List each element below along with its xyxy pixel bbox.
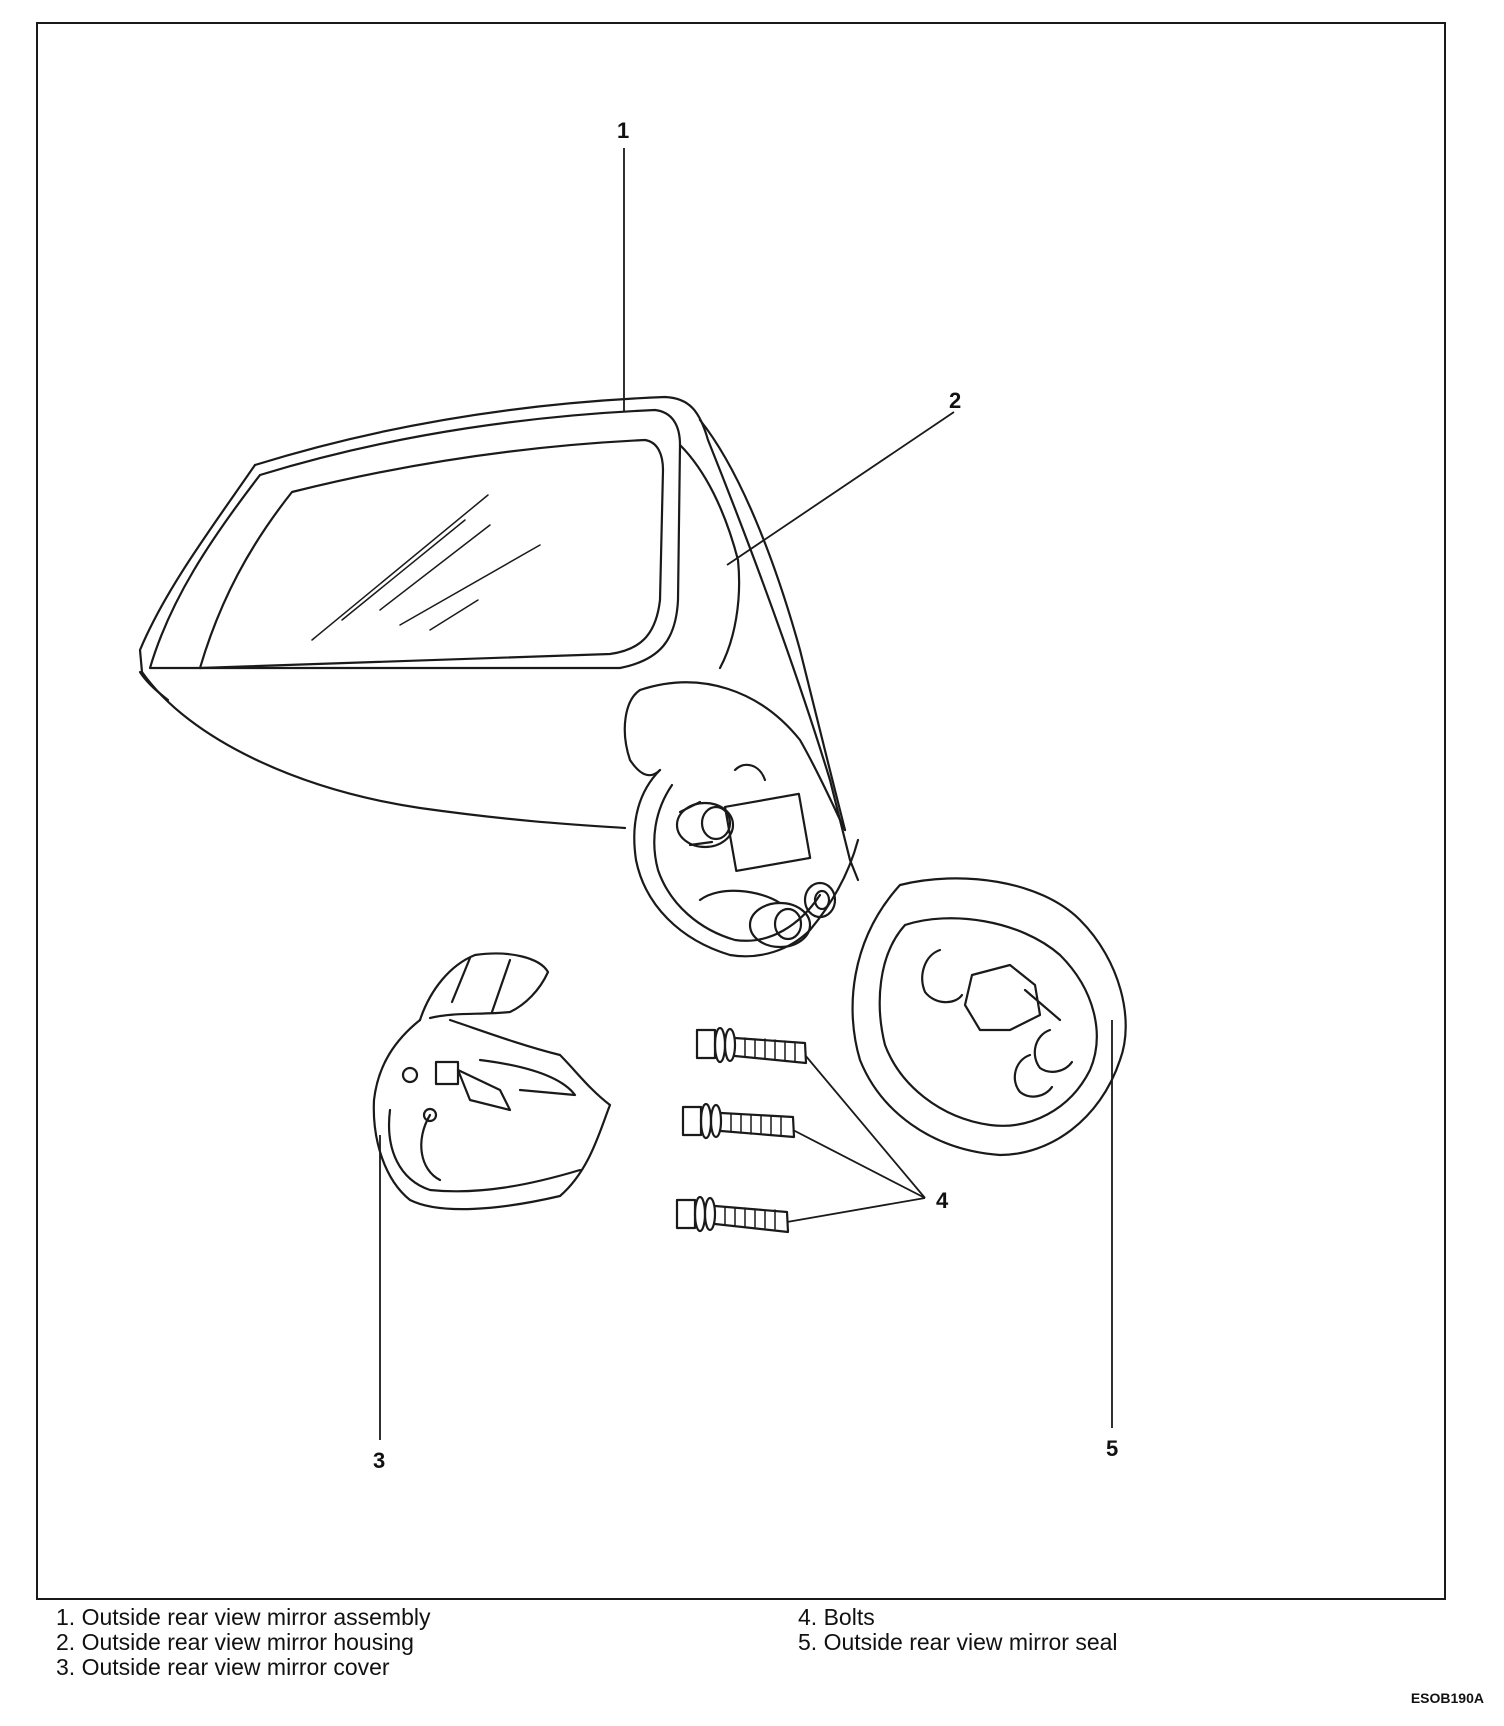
diagram-frame [36, 22, 1446, 1600]
callout-2: 2 [949, 388, 962, 413]
bolt-middle [681, 1102, 796, 1140]
legend-left: 1. Outside rear view mirror assembly 2. … [56, 1605, 431, 1680]
legend-item-1: 1. Outside rear view mirror assembly [56, 1604, 431, 1630]
legend-item-2: 2. Outside rear view mirror housing [56, 1629, 414, 1655]
bolts [675, 1026, 808, 1234]
bolt-upper [695, 1026, 808, 1065]
mirror-seal [851, 877, 1127, 1157]
figure-code: ESOB190A [1410, 1690, 1484, 1706]
leader-lines [379, 148, 1113, 1440]
callout-1: 1 [617, 118, 630, 143]
mirror-assembly [138, 395, 860, 958]
legend-right: 4. Bolts 5. Outside rear view mirror sea… [798, 1605, 1118, 1655]
legend-item-3: 3. Outside rear view mirror cover [56, 1654, 390, 1680]
callout-5: 5 [1106, 1436, 1119, 1461]
bolt-lower [675, 1195, 790, 1234]
callout-4: 4 [936, 1188, 949, 1213]
callout-3: 3 [373, 1448, 386, 1473]
legend-item-4: 4. Bolts [798, 1604, 875, 1630]
mirror-cover [372, 952, 612, 1211]
legend-item-5: 5. Outside rear view mirror seal [798, 1629, 1118, 1655]
